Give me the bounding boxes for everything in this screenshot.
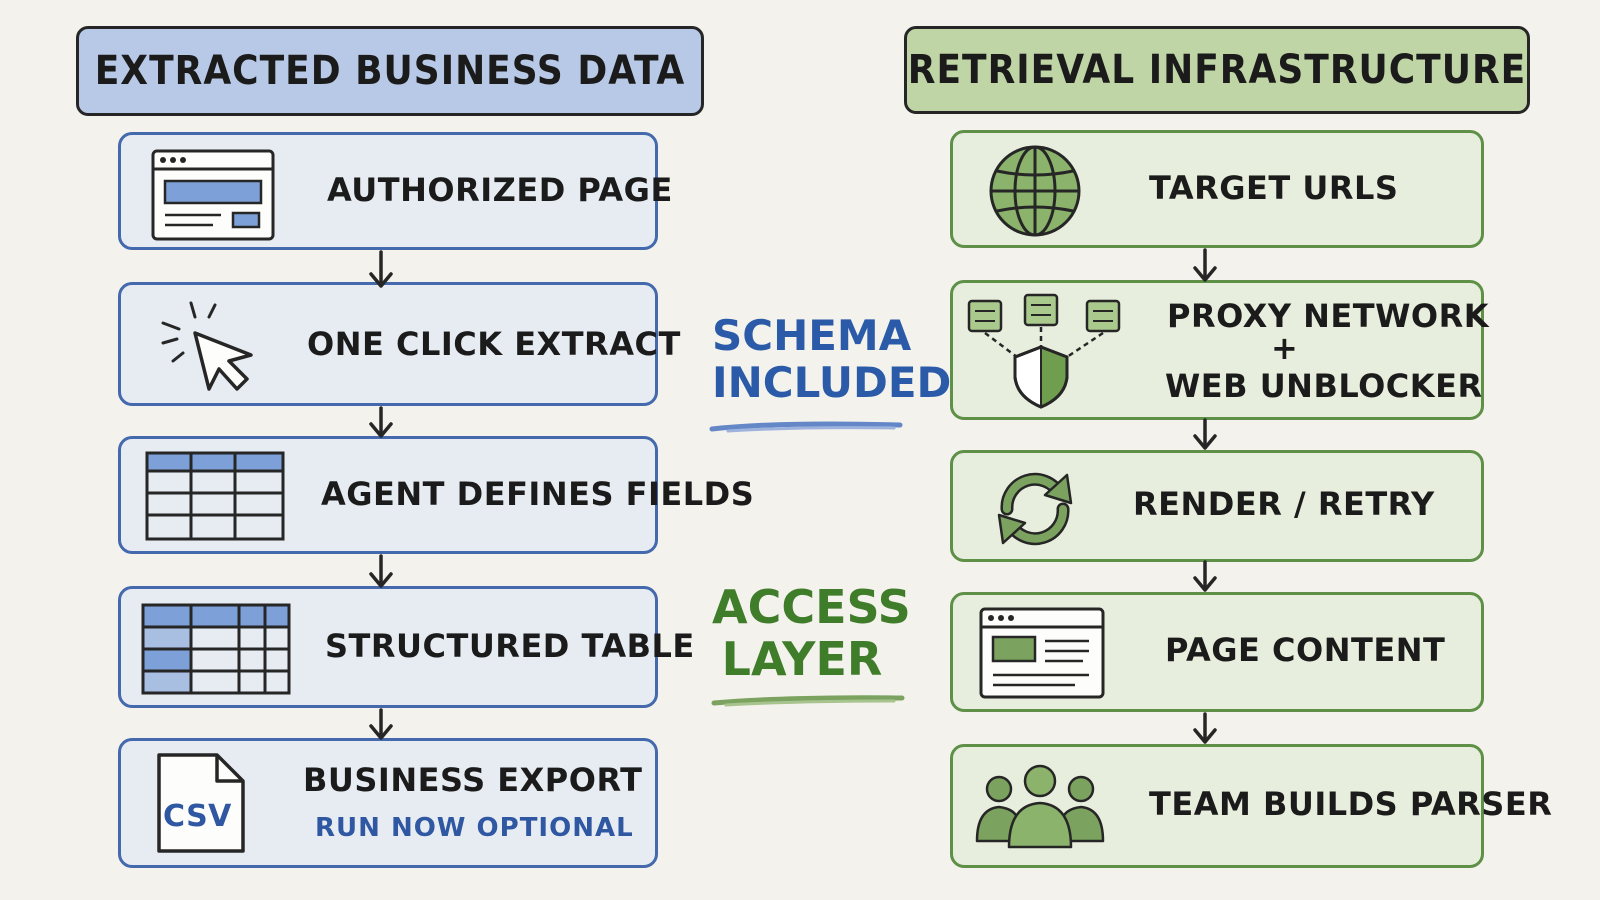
left-column-header: EXTRACTED BUSINESS DATA — [76, 26, 704, 116]
refresh-icon — [997, 472, 1073, 546]
globe-icon — [989, 145, 1081, 237]
schema-included-label: SCHEMA INCLUDED — [712, 311, 952, 408]
step-label: ONE CLICK EXTRACT — [307, 325, 681, 363]
step-structured-table: STRUCTURED TABLE — [118, 586, 694, 708]
step-label: PAGE CONTENT — [1165, 631, 1446, 669]
step-sublabel: RUN NOW OPTIONAL — [315, 813, 634, 843]
flow-arrow — [369, 406, 393, 438]
step-label: TEAM BUILDS PARSER — [1149, 785, 1553, 823]
step-page-content: PAGE CONTENT — [950, 592, 1484, 712]
table-grid-icon — [145, 451, 285, 541]
step-label-line-2: WEB UNBLOCKER — [1165, 367, 1483, 405]
step-one-click-extract: ONE CLICK EXTRACT — [118, 282, 680, 406]
csv-icon-text: CSV — [163, 799, 232, 834]
schema-underline — [709, 421, 903, 433]
step-target-urls: TARGET URLS — [950, 130, 1484, 248]
access-layer-label: ACCESS LAYER — [712, 580, 911, 686]
access-underline — [711, 695, 905, 707]
step-label-line-1: PROXY NETWORK — [1167, 297, 1490, 335]
csv-file-icon — [157, 753, 245, 853]
flow-arrow — [369, 250, 393, 288]
mouse-cursor-click-icon — [161, 301, 253, 391]
proxy-shield-icon — [967, 293, 1121, 409]
flow-arrow — [1193, 560, 1217, 592]
step-label: AGENT DEFINES FIELDS — [321, 475, 755, 513]
step-label: TARGET URLS — [1149, 169, 1399, 207]
step-authorized-page: AUTHORIZED PAGE — [118, 132, 672, 250]
flow-arrow — [369, 708, 393, 740]
step-label: RENDER / RETRY — [1133, 485, 1435, 523]
flow-arrow — [369, 554, 393, 588]
flow-arrow — [1193, 712, 1217, 744]
team-icon — [975, 764, 1105, 849]
step-team-builds-parser: TEAM BUILDS PARSER — [950, 744, 1552, 868]
step-agent-defines-fields: AGENT DEFINES FIELDS — [118, 436, 754, 554]
browser-window-icon — [151, 149, 275, 241]
step-label: STRUCTURED TABLE — [325, 627, 695, 665]
web-page-icon — [979, 607, 1105, 699]
step-label: AUTHORIZED PAGE — [327, 171, 673, 209]
filled-table-icon — [141, 603, 291, 695]
step-proxy-network: PROXY NETWORK + WEB UNBLOCKER — [950, 280, 1489, 420]
step-label: BUSINESS EXPORT — [303, 761, 643, 799]
flow-arrow — [1193, 248, 1217, 282]
step-label-plus: + — [1271, 329, 1299, 367]
step-render-retry: RENDER / RETRY — [950, 450, 1484, 562]
right-column-header: RETRIEVAL INFRASTRUCTURE — [904, 26, 1530, 114]
step-business-export: CSV BUSINESS EXPORT RUN NOW OPTIONAL — [118, 738, 658, 868]
flow-arrow — [1193, 418, 1217, 450]
